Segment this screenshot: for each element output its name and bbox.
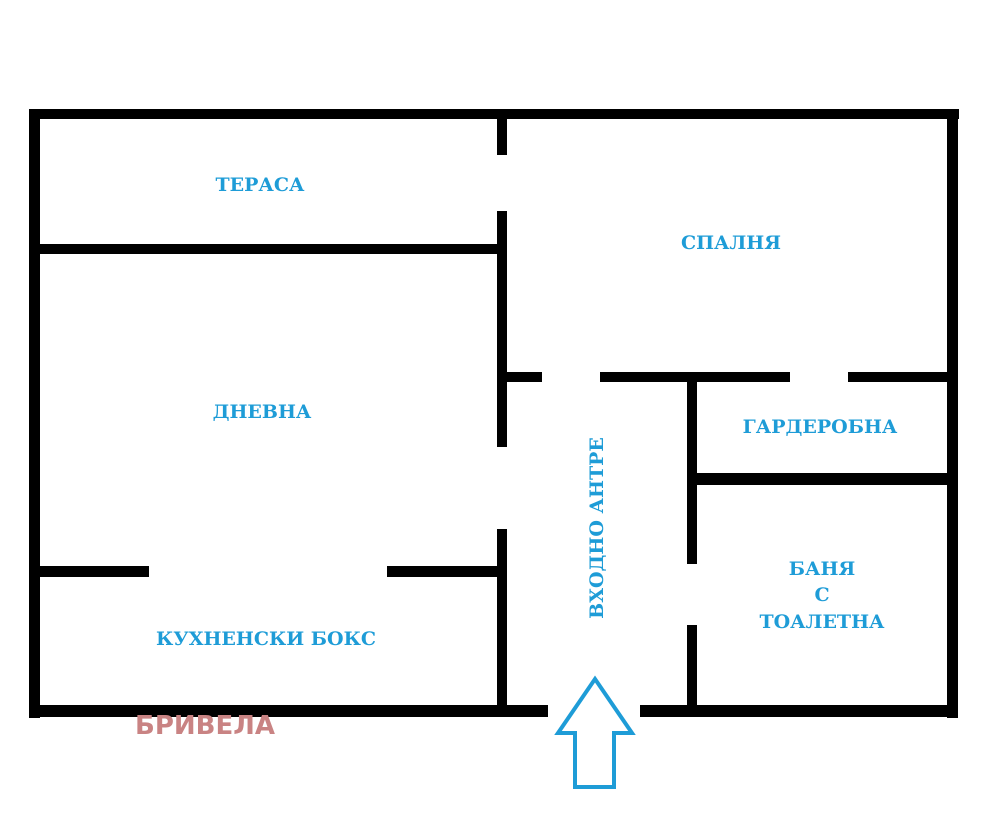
room-label-kitchen: КУХНЕНСКИ БОКС xyxy=(156,628,376,650)
room-label-terrace: ТЕРАСА xyxy=(216,174,306,196)
outer-wall-right xyxy=(947,109,958,718)
arrow-up-icon xyxy=(554,675,636,789)
wall-bedroom-bottom-3 xyxy=(848,372,958,382)
wall-bedroom-bottom-1 xyxy=(497,372,542,382)
wall-terrace-living xyxy=(29,244,507,254)
wall-living-kitchen-left xyxy=(29,566,149,577)
walls xyxy=(29,109,959,718)
wall-center-3 xyxy=(497,529,507,717)
wall-hall-right-1 xyxy=(687,372,697,564)
room-label-bathroom-line2: С xyxy=(814,584,829,606)
wall-hall-right-2 xyxy=(687,625,697,717)
watermark-logo: БРИВЕЛА xyxy=(135,711,275,741)
wall-wardrobe-bath xyxy=(687,473,958,485)
room-labels: ТЕРАСА СПАЛНЯ ДНЕВНА ГАРДЕРОБНА ВХОДНО А… xyxy=(156,174,898,650)
room-label-bedroom: СПАЛНЯ xyxy=(681,232,781,254)
room-label-hallway: ВХОДНО АНТРЕ xyxy=(586,437,608,619)
room-label-bathroom-line3: ТОАЛЕТНА xyxy=(759,611,885,633)
wall-center-1 xyxy=(497,109,507,155)
wall-center-2 xyxy=(497,211,507,447)
room-label-bathroom-line1: БАНЯ xyxy=(789,558,855,580)
room-label-wardrobe: ГАРДЕРОБНА xyxy=(743,416,898,438)
room-label-living: ДНЕВНА xyxy=(213,401,312,423)
wall-living-kitchen-right xyxy=(387,566,507,577)
outer-wall-left xyxy=(29,109,40,718)
outer-wall-bottom-right xyxy=(640,705,958,717)
outer-wall-bottom-left xyxy=(29,705,548,717)
outer-wall-top xyxy=(29,109,959,119)
